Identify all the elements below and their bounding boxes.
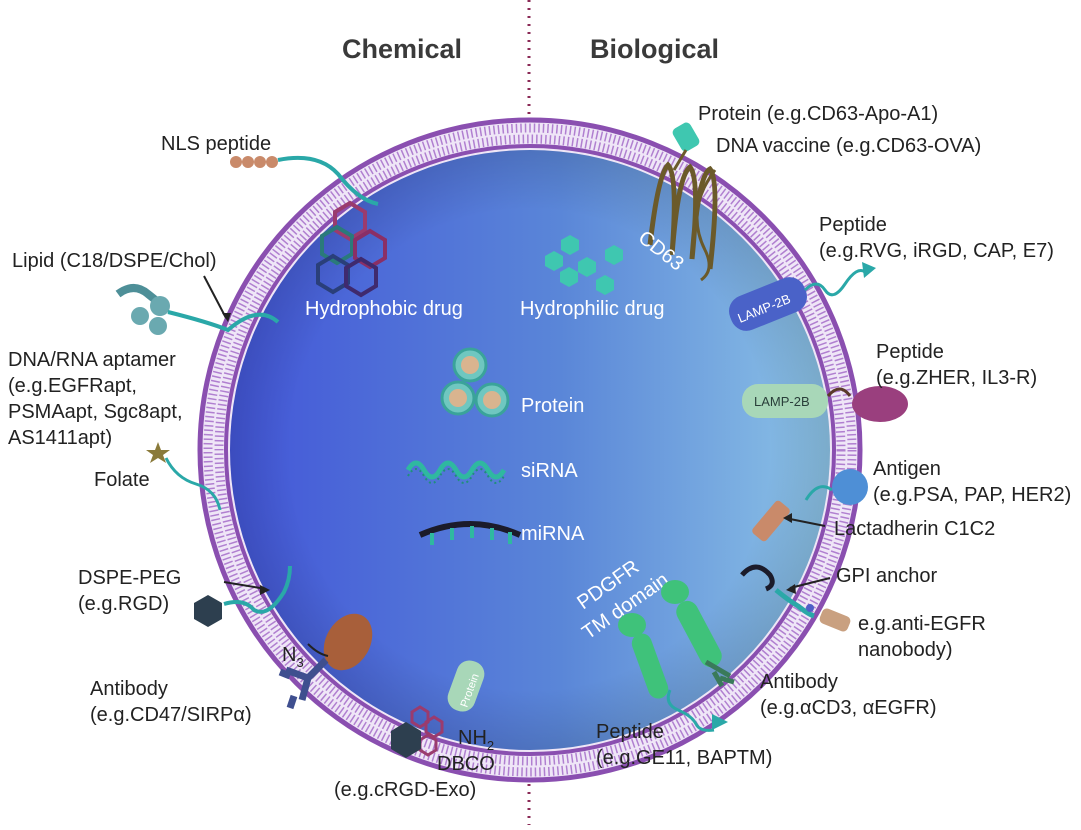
peptide-2-label: Peptide	[876, 341, 944, 363]
sirna-icon	[405, 460, 507, 480]
chemical-header: Chemical	[342, 34, 462, 64]
protein-tag-icon: Protein	[447, 660, 485, 712]
mirna-icon	[418, 521, 522, 545]
svg-text:LAMP-2B: LAMP-2B	[754, 394, 810, 409]
n3-label: N3	[282, 644, 304, 670]
peptide-3-label: Peptide	[596, 721, 664, 743]
lipid-icon	[115, 284, 280, 335]
peptide-2-example: (e.g.ZHER, IL3-R)	[876, 367, 1037, 389]
nanobody-example: nanobody)	[858, 639, 953, 661]
rgd-hexagon-icon	[194, 595, 222, 627]
cd63-protein-icon	[647, 161, 718, 270]
gpi-anchor-label: GPI anchor	[836, 565, 938, 587]
dspe-peg-label: DSPE-PEG	[78, 567, 181, 589]
aptamer-label-4: AS1411apt)	[8, 427, 112, 449]
hydrophilic-drug-icon	[545, 235, 623, 295]
hydrophobic-drug-label: Hydrophobic drug	[305, 298, 463, 320]
dna-vaccine-label: DNA vaccine (e.g.CD63-OVA)	[716, 135, 981, 157]
aptamer-label-1: DNA/RNA aptamer	[8, 349, 176, 371]
lactadherin-label: Lactadherin C1C2	[834, 518, 995, 540]
protein-cd63-label: Protein (e.g.CD63-Apo-A1)	[698, 103, 938, 125]
protein-ligand-icon	[672, 122, 700, 152]
mirna-label: miRNA	[521, 523, 585, 545]
hydrophobic-drug-icon	[316, 200, 387, 298]
peptide-1-chain	[803, 269, 866, 297]
crgd-label: (e.g.cRGD-Exo)	[334, 779, 476, 801]
chemical-antibody-example: (e.g.CD47/SIRPα)	[90, 704, 252, 726]
peptide-3-chain	[666, 689, 715, 732]
antigen-example: (e.g.PSA, PAP, HER2)	[873, 484, 1071, 506]
lamp-2b-middle-tag: LAMP-2B	[742, 384, 828, 418]
protein-cargo-label: Protein	[521, 395, 584, 417]
folate-star-icon	[146, 442, 170, 463]
nls-peptide-label: NLS peptide	[161, 133, 271, 155]
nh2-label: NH2	[458, 727, 494, 753]
peptide-1-example: (e.g.RVG, iRGD, CAP, E7)	[819, 240, 1054, 262]
dspe-peg-example: (e.g.RGD)	[78, 593, 169, 615]
gpi-anchor-icon	[740, 564, 775, 592]
nls-peptide-icon	[230, 155, 379, 206]
dbco-icon	[410, 705, 444, 757]
biological-antibody-label: Antibody	[760, 671, 838, 693]
peptide-3-example: (e.g.GE11, BAPTM)	[596, 747, 772, 769]
chemical-antibody-label: Antibody	[90, 678, 168, 700]
biological-antibody-example: (e.g.αCD3, αEGFR)	[760, 697, 936, 719]
sirna-label: siRNA	[521, 460, 578, 482]
lamp-2b-top-tag: LAMP-2B	[728, 277, 808, 331]
hydrophilic-drug-label: Hydrophilic drug	[520, 298, 665, 320]
aptamer-label-2: (e.g.EGFRapt,	[8, 375, 137, 397]
dbco-label: DBCO	[437, 753, 495, 775]
peptide-2-icon	[852, 386, 908, 422]
lactadherin-icon	[752, 500, 790, 542]
antigen-label: Antigen	[873, 458, 941, 480]
nanobody-icon	[819, 608, 851, 632]
folate-label: Folate	[94, 469, 150, 491]
chemical-antibody-icon	[278, 613, 373, 710]
peptide-1-label: Peptide	[819, 214, 887, 236]
protein-cargo-icon	[440, 347, 510, 418]
antigen-icon	[832, 469, 868, 505]
lipid-label: Lipid (C18/DSPE/Chol)	[12, 250, 217, 272]
nanobody-label: e.g.anti-EGFR	[858, 613, 986, 635]
crgd-hexagon-icon	[391, 722, 421, 758]
aptamer-label-3: PSMAapt, Sgc8apt,	[8, 401, 183, 423]
biological-header: Biological	[590, 34, 719, 64]
pdgfr-protein-icon	[618, 580, 735, 699]
